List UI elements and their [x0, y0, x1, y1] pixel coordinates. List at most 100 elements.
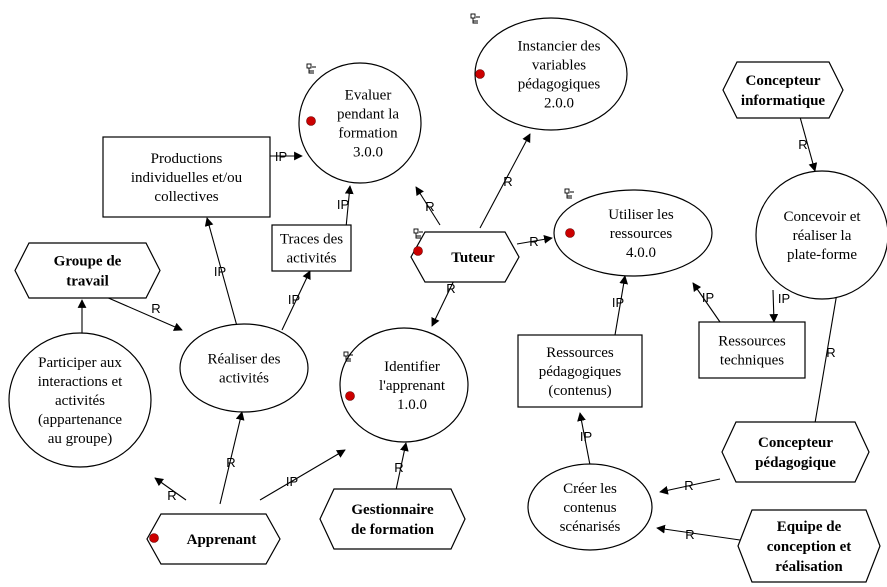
data-productions-label-line: Productions [151, 151, 223, 167]
actor-apprenant-label: Apprenant [187, 532, 257, 548]
process-identifier-ellipse [339, 327, 469, 443]
edge-groupe-realiser-label: R [151, 301, 160, 316]
edge-apprenant-identifier-label: IP [286, 474, 298, 489]
actor-gestionnaire-label-line: Gestionnaire [351, 502, 434, 518]
process-identifier-label-line: Identifier [384, 359, 440, 375]
actor-tuteur-hexagon [410, 231, 520, 283]
process-creer-label-line: scénarisés [560, 519, 621, 535]
process-identifier-type-icon-part [345, 354, 353, 362]
actor-gestionnaire-label-line: de formation [351, 522, 435, 538]
data-ressources_peda-label-line: Ressources [546, 345, 614, 361]
actor-groupe-label-line: Groupe de [54, 254, 122, 270]
process-instancier-marker-icon [475, 69, 485, 79]
actor-tuteur-type-icon-part [415, 231, 423, 239]
actor-tuteur-type-icon-part [413, 228, 419, 234]
edge-ressourcestech-utiliser [692, 282, 721, 323]
process-evaluer-type-icon-part [306, 63, 312, 69]
data-ressources_peda-label: Ressources pédagogiques (contenus) [539, 345, 622, 399]
process-creer-label-line: contenus [563, 500, 616, 516]
process-participer-label-line: interactions et [38, 374, 123, 390]
edge-productions-evaluer-label: IP [275, 149, 287, 164]
process-instancier-type-icon-part [472, 16, 480, 24]
edge-tuteur-instancier-label: R [503, 174, 512, 189]
actor-groupe-label-line: travail [66, 274, 109, 290]
actor-equipe-hexagon [737, 509, 881, 583]
data-ressources_peda-label-line: pédagogiques [539, 364, 622, 380]
actor-equipe-label-line: réalisation [775, 559, 843, 575]
process-utiliser-label: Utiliser les ressources 4.0.0 [608, 207, 674, 261]
process-participer-ellipse [8, 332, 152, 468]
process-utiliser-type-icon [564, 188, 574, 199]
process-concevoir-label-line: Concevoir et [783, 209, 861, 225]
process-identifier-type-icon [343, 351, 353, 362]
process-evaluer-label-line: formation [338, 126, 398, 142]
edge-tuteur-instancier [479, 133, 531, 229]
process-utiliser-marker-icon [565, 228, 575, 238]
process-identifier-label-line: l'apprenant [379, 378, 446, 394]
actor-concepteur_info-hexagon [722, 61, 844, 119]
process-participer-label-line: au groupe) [48, 431, 113, 447]
edge-concepteurinfo-concevoir [799, 116, 818, 172]
edge-apprenant-identifier [259, 449, 346, 501]
process-evaluer-label-line: pendant la [337, 107, 399, 123]
process-evaluer-ellipse [298, 62, 422, 184]
actor-concepteur_peda-label-line: Concepteur [758, 435, 833, 451]
edge-creer-ressourcespeda-label: IP [580, 429, 592, 444]
process-instancier-label-line: variables [532, 58, 586, 74]
process-evaluer-type-icon [306, 63, 316, 74]
process-utiliser-ellipse [553, 189, 713, 277]
process-utiliser-label-line: ressources [610, 226, 673, 242]
process-utiliser-type-icon-part [566, 191, 574, 199]
process-realiser-label-line: Réaliser des [208, 352, 281, 368]
actor-concepteur_info-label-line: Concepteur [746, 73, 821, 89]
process-utiliser-label-line: 4.0.0 [626, 245, 656, 261]
edge-realiser-traces [281, 270, 311, 331]
actor-apprenant-hexagon [146, 513, 281, 565]
actor-concepteur_peda-label-line: pédagogique [755, 455, 836, 471]
edge-ressourcespeda-utiliser [614, 275, 629, 336]
process-evaluer-marker-icon [306, 116, 316, 126]
process-participer-label-line: activités [55, 393, 105, 409]
process-identifier-type-icon-part [343, 351, 349, 357]
actor-apprenant-label-line: Apprenant [187, 532, 257, 548]
data-productions-label-line: individuelles et/ou [131, 170, 243, 186]
process-utiliser-type-icon-part [564, 188, 570, 194]
data-ressources_tech-label-line: techniques [720, 353, 784, 369]
edge-concevoir-ressourcestech [769, 289, 779, 323]
process-utiliser-label-line: Utiliser les [608, 207, 674, 223]
actor-equipe-label-line: conception et [767, 539, 852, 555]
data-traces-label-line: Traces des [280, 232, 343, 248]
edge-ressourcestech-utiliser-label: IP [702, 290, 714, 305]
edge-equipe-creer-label: R [685, 527, 694, 542]
actor-tuteur-marker-icon [413, 246, 423, 256]
actor-gestionnaire-hexagon [319, 488, 466, 550]
edge-realiser-productions-label: IP [214, 264, 226, 279]
edge-realiser-productions [204, 217, 241, 338]
edge-gestionnaire-identifier [395, 442, 409, 491]
edge-concepteurinfo-concevoir-label: R [798, 137, 807, 152]
actor-concepteur_peda-hexagon [721, 421, 870, 483]
process-realiser-ellipse [179, 323, 309, 413]
process-participer-label-line: Participer aux [38, 355, 122, 371]
process-instancier-type-icon-part [470, 13, 476, 19]
actor-tuteur-label-line: Tuteur [451, 250, 495, 266]
process-instancier-label-line: 2.0.0 [544, 96, 574, 112]
process-concevoir-ellipse [755, 170, 887, 300]
process-instancier-ellipse [474, 17, 628, 131]
actor-apprenant-marker-icon [149, 533, 159, 543]
edge-apprenant-participer [154, 477, 187, 501]
actor-groupe-label: Groupe de travail [54, 254, 122, 290]
data-ressources_peda-label-line: (contenus) [548, 383, 611, 399]
edge-apprenant-participer-label: R [167, 488, 176, 503]
process-instancier-type-icon [470, 13, 480, 24]
edge-concepteurpeda-creer-label: R [684, 478, 693, 493]
process-concevoir-label-line: réaliser la [793, 228, 852, 244]
data-traces-box [271, 224, 352, 272]
